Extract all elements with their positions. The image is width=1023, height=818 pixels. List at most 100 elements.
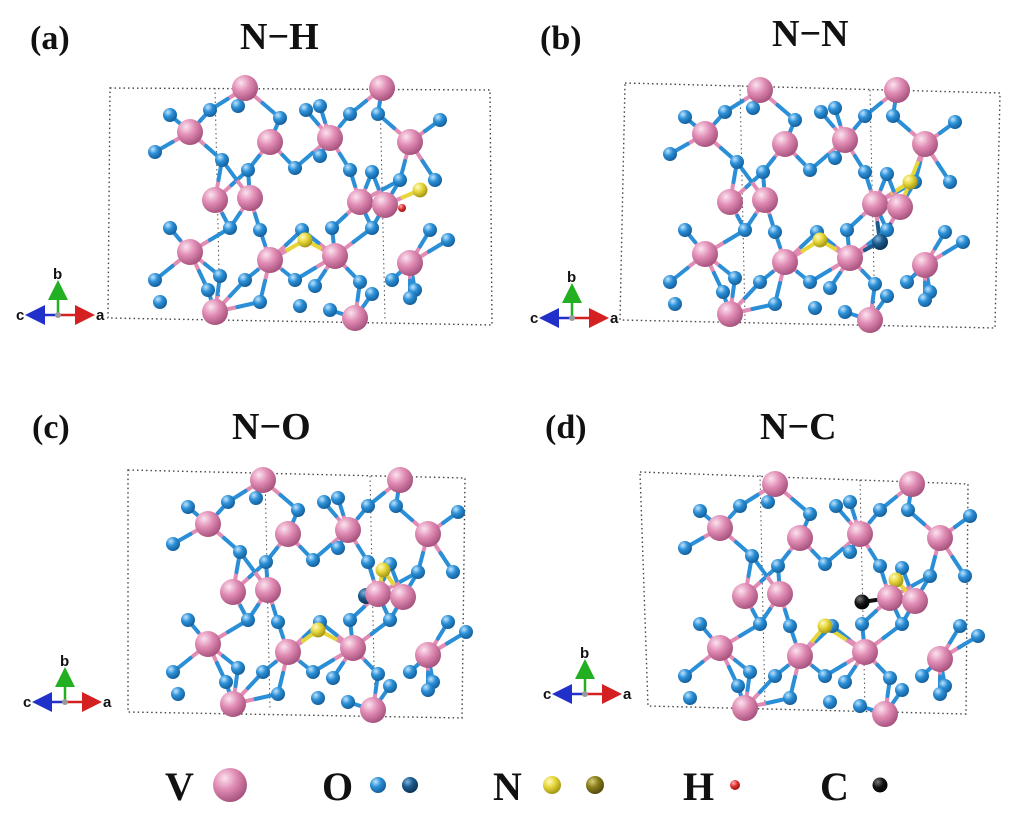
oxygen-atom — [451, 505, 465, 519]
oxygen-atom — [433, 113, 447, 127]
oxygen-atom — [459, 625, 473, 639]
oxygen-atom — [880, 289, 894, 303]
vanadium-atom — [340, 635, 366, 661]
vanadium-atom — [884, 77, 910, 103]
oxygen-atom — [895, 683, 909, 697]
oxygen-atom — [855, 617, 869, 631]
oxygen-atom — [814, 105, 828, 119]
oxygen-atom — [895, 561, 909, 575]
legend-symbol: V — [165, 764, 194, 809]
axis-b-label: b — [53, 266, 62, 283]
oxygen-atom — [716, 285, 730, 299]
oxygen-atom — [853, 699, 867, 713]
oxygen-atom — [768, 297, 782, 311]
vanadium-atom — [250, 467, 276, 493]
vanadium-atom — [862, 191, 888, 217]
oxygen-atom — [383, 613, 397, 627]
oxygen-atom — [343, 613, 357, 627]
oxygen-atom — [953, 619, 967, 633]
oxygen-atom-dark — [872, 234, 888, 250]
carbon-atom — [854, 594, 870, 610]
oxygen-atom — [693, 617, 707, 631]
vanadium-atom — [692, 121, 718, 147]
vanadium-atom — [762, 471, 788, 497]
vanadium-atom — [257, 247, 283, 273]
oxygen-atom — [313, 149, 327, 163]
oxygen-atom — [771, 559, 785, 573]
vanadium-atom — [397, 250, 423, 276]
oxygen-atom — [308, 279, 322, 293]
oxygen-atom — [311, 691, 325, 705]
oxygen-atom — [353, 275, 367, 289]
oxygen-atom — [341, 695, 355, 709]
oxygen-atom — [288, 273, 302, 287]
oxygen-atom — [895, 617, 909, 631]
vanadium-atom — [335, 517, 361, 543]
oxygen-atom — [371, 107, 385, 121]
vanadium-atom — [322, 243, 348, 269]
axis-origin — [62, 699, 68, 705]
vanadium-atom — [220, 579, 246, 605]
oxygen-atom — [166, 537, 180, 551]
nitrogen-atom — [297, 232, 313, 248]
panel-a-title: N−H — [240, 16, 319, 58]
panel-a-label: (a) — [30, 20, 70, 57]
vanadium-atom — [847, 521, 873, 547]
oxygen-atom — [259, 555, 273, 569]
vanadium-atom — [202, 187, 228, 213]
axis-origin — [55, 312, 61, 318]
oxygen-atom — [271, 687, 285, 701]
oxygen-atom — [880, 167, 894, 181]
vanadium-atom — [347, 189, 373, 215]
oxygen-atom — [693, 504, 707, 518]
vanadium-atom — [832, 127, 858, 153]
oxygen-atom — [325, 221, 339, 235]
vanadium-atom — [877, 585, 903, 611]
oxygen-atom — [958, 569, 972, 583]
axis-triad: abc — [543, 645, 632, 704]
vanadium-atom — [360, 697, 386, 723]
oxygen-atom — [219, 675, 233, 689]
vanadium-atom — [772, 249, 798, 275]
vanadium-atom — [912, 131, 938, 157]
vanadium-atom — [365, 581, 391, 607]
oxygen-atom — [271, 615, 285, 629]
oxygen-atom — [293, 299, 307, 313]
oxygen-atom — [171, 687, 185, 701]
oxygen-atom — [823, 695, 837, 709]
oxygen-atom — [768, 225, 782, 239]
oxygen-atom — [253, 223, 267, 237]
nitrogen-atom — [812, 232, 828, 248]
oxygen-atom — [956, 235, 970, 249]
oxygen-atom — [223, 221, 237, 235]
oxygen-atom — [828, 151, 842, 165]
panel-d-title: N−C — [760, 406, 837, 448]
oxygen-atom — [803, 275, 817, 289]
oxygen-atom — [948, 115, 962, 129]
legend-vanadium-atom — [213, 768, 247, 802]
legend-symbol: N — [493, 764, 522, 809]
oxygen-atom — [273, 111, 287, 125]
oxygen-atom — [718, 105, 732, 119]
oxygen-atom — [683, 691, 697, 705]
axis-b-label: b — [567, 269, 576, 286]
oxygen-atom — [803, 507, 817, 521]
vanadium-atom — [732, 583, 758, 609]
vanadium-atom — [390, 584, 416, 610]
vanadium-atom — [342, 305, 368, 331]
vanadium-atom — [887, 194, 913, 220]
vanadium-atom — [177, 239, 203, 265]
oxygen-atom — [291, 503, 305, 517]
oxygen-atom — [148, 145, 162, 159]
vanadium-atom — [275, 521, 301, 547]
oxygen-atom — [678, 110, 692, 124]
nitrogen-atom — [375, 562, 391, 578]
axis-c-label: c — [530, 310, 538, 327]
vanadium-atom — [275, 639, 301, 665]
nitrogen-atom — [310, 622, 326, 638]
oxygen-atom — [441, 233, 455, 247]
oxygen-atom — [768, 669, 782, 683]
vanadium-atom — [220, 691, 246, 717]
vanadium-atom — [692, 241, 718, 267]
axis-a-label: a — [610, 310, 619, 327]
